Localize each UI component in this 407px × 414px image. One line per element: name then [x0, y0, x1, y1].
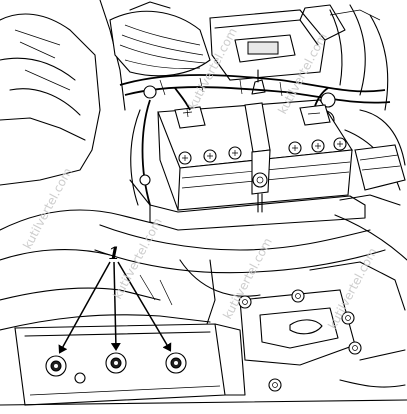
- negative-terminal: [299, 104, 331, 126]
- callout-label: 1: [108, 244, 120, 264]
- callout-leaders: [58, 261, 172, 354]
- fuse-relay-box: [209, 4, 381, 81]
- air-intake-duct: [109, 1, 211, 77]
- wiring-harness: [119, 4, 391, 111]
- left-cable-run: [130, 99, 151, 206]
- battery-hold-down-clamp: [244, 69, 271, 213]
- positive-terminal: [174, 106, 206, 129]
- fastening-bolts: [45, 352, 187, 384]
- bolt-left: [45, 355, 67, 377]
- bolt-right: [165, 352, 187, 374]
- battery-cell-caps: [178, 137, 347, 165]
- left-fender-structure: [0, 0, 161, 301]
- engine-mount-bracket: [238, 261, 406, 392]
- bolt-center: [105, 352, 127, 374]
- transmission-area: [0, 224, 386, 331]
